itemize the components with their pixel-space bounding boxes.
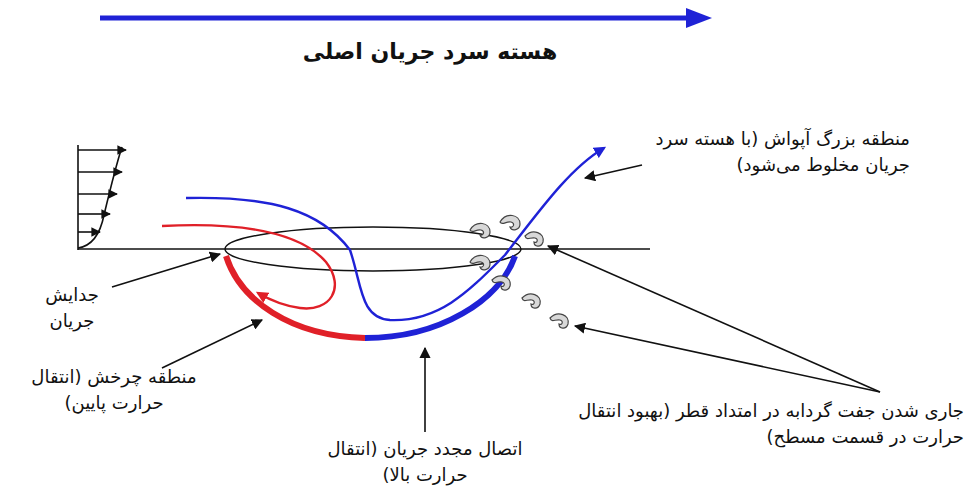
recirculation-label: منطقه چرخش (انتقال حرارت پایین) xyxy=(4,364,224,416)
upwash-label: منطقه بزرگ آپواش (با هسته سرد جریان مخلو… xyxy=(648,126,910,178)
velocity-profile xyxy=(78,145,126,250)
core-flow-arrow xyxy=(100,8,712,28)
separation-label: جدایش جریان xyxy=(22,282,122,334)
dimple-surface xyxy=(78,227,650,338)
leader-lines xyxy=(112,165,880,432)
flow-core-label: هسته سرد جریان اصلی xyxy=(250,36,610,68)
vortex-pair-label: جاری شدن جفت گردابه در امتداد قطر (بهبود… xyxy=(572,398,964,450)
main-streamline xyxy=(186,148,604,320)
recirculation-streamline xyxy=(162,225,335,308)
reattachment-label: اتصال مجدد جریان (انتقال حرارت بالا) xyxy=(320,436,530,488)
vortex-pair xyxy=(470,215,568,328)
